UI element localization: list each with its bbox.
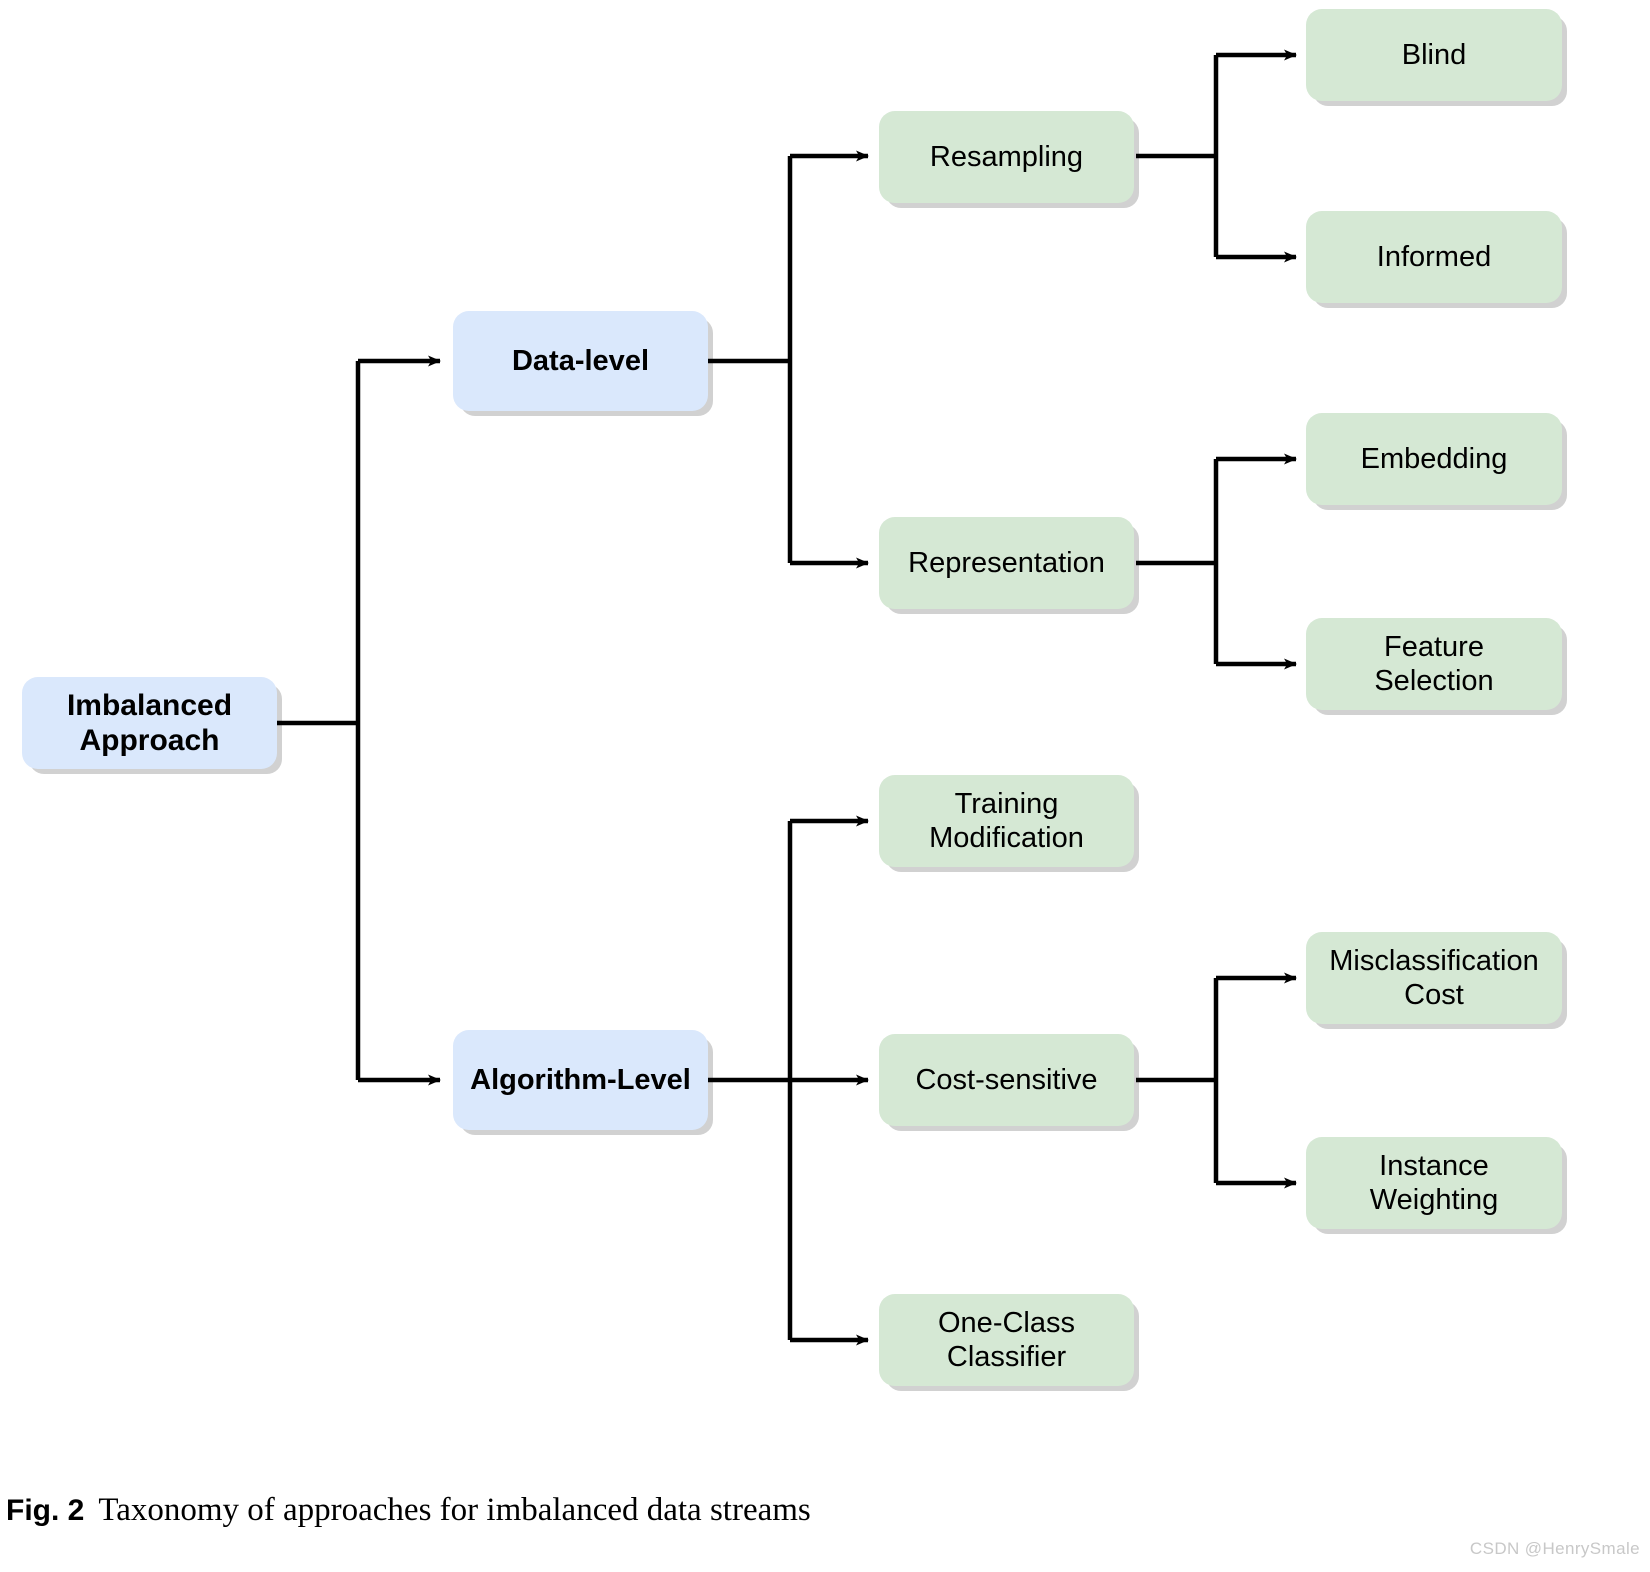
watermark: CSDN @HenrySmale (1469, 1539, 1640, 1558)
node-algorithm-level[interactable]: Algorithm-Level (453, 1030, 708, 1130)
figure-caption-text: Taxonomy of approaches for imbalanced da… (98, 1492, 811, 1528)
node-embedding[interactable]: Embedding (1306, 413, 1562, 505)
node-training-modification[interactable]: Training Modification (879, 775, 1134, 867)
node-blind[interactable]: Blind (1306, 9, 1562, 101)
node-cost-sensitive[interactable]: Cost-sensitive (879, 1034, 1134, 1126)
node-one-class-classifier[interactable]: One-Class Classifier (879, 1294, 1134, 1386)
node-resampling[interactable]: Resampling (879, 111, 1134, 203)
node-instance-weighting[interactable]: Instance Weighting (1306, 1137, 1562, 1229)
figure-number: Fig. 2 (6, 1494, 85, 1527)
node-representation[interactable]: Representation (879, 517, 1134, 609)
node-imbalanced-approach[interactable]: Imbalanced Approach (22, 677, 277, 769)
node-feature-selection[interactable]: Feature Selection (1306, 618, 1562, 710)
node-data-level[interactable]: Data-level (453, 311, 708, 411)
node-informed[interactable]: Informed (1306, 211, 1562, 303)
node-misclassification-cost[interactable]: Misclassification Cost (1306, 932, 1562, 1024)
figure-caption: Fig. 2 Taxonomy of approaches for imbalan… (6, 1492, 1406, 1529)
